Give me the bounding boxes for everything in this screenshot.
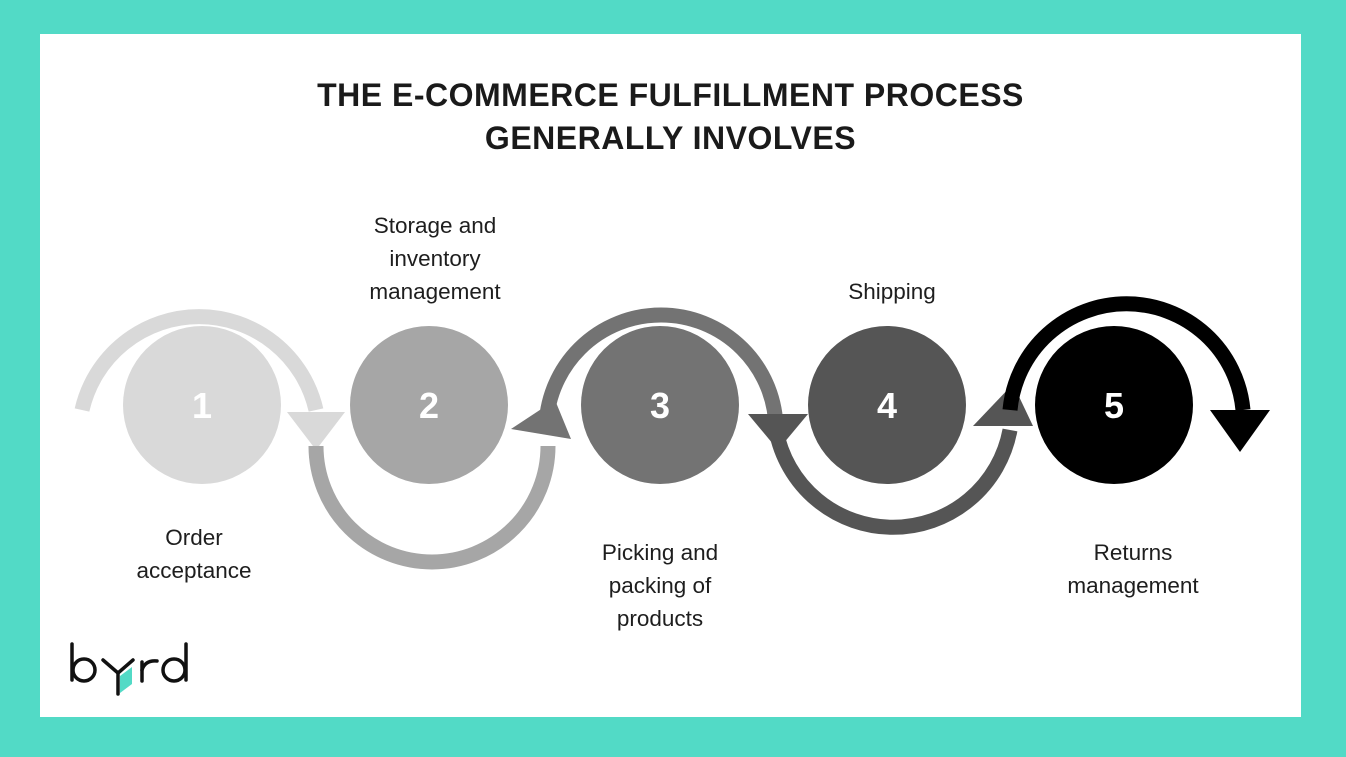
step-1-circle [123, 326, 281, 484]
step-1: 1 [123, 326, 281, 484]
step-1-label: Order acceptance [102, 521, 286, 587]
title-line-1: THE E-COMMERCE FULFILLMENT PROCESS [317, 77, 1024, 113]
step-2-label-line: inventory [389, 246, 481, 271]
step-2-label-line: management [369, 279, 501, 304]
step-3-label-line: Picking and [601, 540, 719, 565]
step-5-label-line: management [1067, 573, 1199, 598]
step-4-label: Shipping [802, 275, 982, 308]
byrd-logo [70, 642, 188, 696]
step-4: 4 [808, 326, 966, 484]
page-title: THE E-COMMERCE FULFILLMENT PROCESS GENER… [40, 74, 1301, 160]
step-5-number: 5 [1104, 385, 1124, 426]
step-2-number: 2 [419, 385, 439, 426]
arrow-arc-2 [308, 445, 556, 570]
process-flow-diagram: 1 2 3 4 5 [74, 296, 1270, 570]
step-5-label-line: Returns [1093, 540, 1173, 565]
step-3-number: 3 [650, 385, 670, 426]
arrow-arc-3 [511, 307, 784, 439]
step-1-label-line: acceptance [136, 558, 252, 583]
step-1-number: 1 [192, 385, 212, 426]
infographic-card: THE E-COMMERCE FULFILLMENT PROCESS GENER… [40, 34, 1301, 717]
step-4-circle [808, 326, 966, 484]
step-2: 2 [350, 326, 508, 484]
step-2-label-line: Storage and [373, 213, 497, 238]
step-2-label: Storage and inventory management [332, 209, 538, 308]
step-3-label-line: products [616, 606, 704, 631]
step-3-circle [581, 326, 739, 484]
step-3-label: Picking and packing of products [564, 536, 756, 635]
step-3-label-line: packing of [608, 573, 712, 598]
step-5-circle [1035, 326, 1193, 484]
step-5: 5 [1035, 326, 1193, 484]
step-1-label-line: Order [165, 525, 223, 550]
step-3: 3 [581, 326, 739, 484]
title-line-2: GENERALLY INVOLVES [484, 120, 857, 156]
step-2-circle [350, 326, 508, 484]
step-4-number: 4 [877, 385, 897, 426]
step-4-label-line: Shipping [848, 279, 936, 304]
arrow-arc-1 [74, 309, 345, 450]
arrow-arc-5 [1002, 296, 1270, 452]
step-5-label: Returns management [1030, 536, 1236, 602]
